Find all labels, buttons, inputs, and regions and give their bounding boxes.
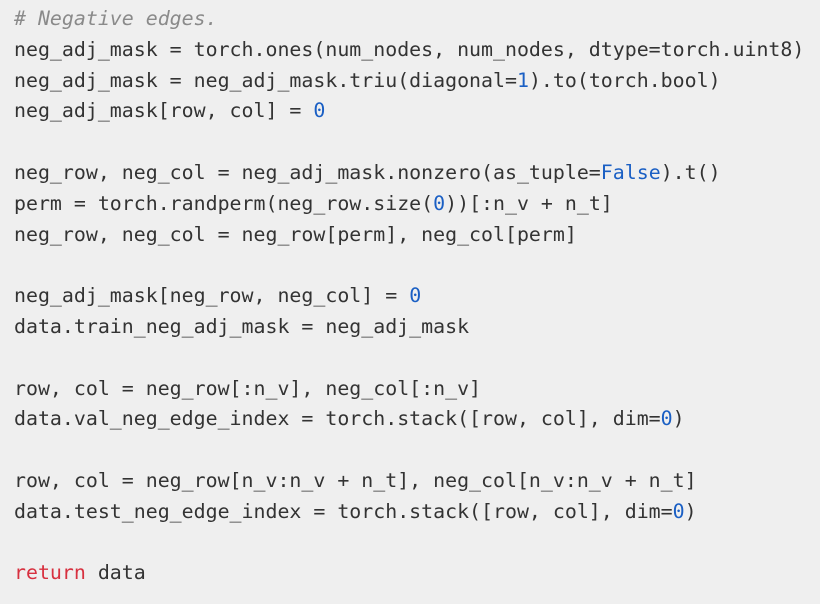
code-line: neg_row, neg_col = neg_row[perm], neg_co… xyxy=(14,220,804,251)
code-token-comment: # Negative edges. xyxy=(14,7,218,30)
code-token-number: 0 xyxy=(433,191,446,215)
code-token-text: data.train_neg_adj_mask = neg_adj_mask xyxy=(14,314,470,338)
blank-line xyxy=(14,127,804,158)
code-token-text: ) xyxy=(672,407,685,431)
code-token-number: 0 xyxy=(672,499,685,523)
blank-line xyxy=(14,250,804,281)
code-token-text: neg_adj_mask[row, col] = xyxy=(14,99,314,123)
code-token-text: neg_row, neg_col = neg_adj_mask.nonzero(… xyxy=(14,160,601,184)
code-line: row, col = neg_row[:n_v], neg_col[:n_v] xyxy=(14,374,804,405)
code-line: perm = torch.randperm(neg_row.size(0))[:… xyxy=(14,189,804,220)
code-line: row, col = neg_row[n_v:n_v + n_t], neg_c… xyxy=(14,466,804,497)
code-token-text: ))[:n_v + n_t] xyxy=(445,191,613,215)
code-token-text: ).to(torch.bool) xyxy=(528,68,721,92)
code-line: neg_adj_mask[neg_row, neg_col] = 0 xyxy=(14,281,804,312)
code-token-text: perm = torch.randperm(neg_row.size( xyxy=(14,191,434,215)
code-token-text: neg_adj_mask = neg_adj_mask.triu(diagona… xyxy=(14,68,517,92)
blank-line xyxy=(14,528,804,559)
code-token-number: 0 xyxy=(313,99,326,123)
code-block: # Negative edges. neg_adj_mask = torch.on… xyxy=(14,4,804,589)
code-token-number: 1 xyxy=(516,68,529,92)
code-token-number: 0 xyxy=(660,407,673,431)
code-token-keyword: return xyxy=(14,561,86,585)
code-token-text: ) xyxy=(684,499,697,523)
blank-line xyxy=(14,435,804,466)
code-line: return data xyxy=(14,558,804,589)
code-token-text: neg_adj_mask = torch.ones(num_nodes, num… xyxy=(14,37,805,61)
code-token-text: neg_adj_mask[neg_row, neg_col] = xyxy=(14,284,410,308)
code-token-text: data.val_neg_edge_index = torch.stack([r… xyxy=(14,407,661,431)
code-token-text: data.test_neg_edge_index = torch.stack([… xyxy=(14,499,673,523)
code-line: neg_adj_mask = torch.ones(num_nodes, num… xyxy=(14,35,804,66)
code-line: data.val_neg_edge_index = torch.stack([r… xyxy=(14,404,804,435)
code-token-number: 0 xyxy=(409,284,422,308)
code-line: data.train_neg_adj_mask = neg_adj_mask xyxy=(14,312,804,343)
code-token-text: data xyxy=(85,561,146,585)
code-line: neg_adj_mask[row, col] = 0 xyxy=(14,96,804,127)
code-token-text: row, col = neg_row[:n_v], neg_col[:n_v] xyxy=(14,376,482,400)
code-token-const: False xyxy=(600,160,661,184)
code-line: neg_row, neg_col = neg_adj_mask.nonzero(… xyxy=(14,158,804,189)
code-token-text: neg_row, neg_col = neg_row[perm], neg_co… xyxy=(14,222,577,246)
code-line: # Negative edges. xyxy=(14,4,804,35)
code-token-text: row, col = neg_row[n_v:n_v + n_t], neg_c… xyxy=(14,468,697,492)
code-token-text: ).t() xyxy=(660,160,721,184)
code-line: data.test_neg_edge_index = torch.stack([… xyxy=(14,497,804,528)
blank-line xyxy=(14,343,804,374)
code-line: neg_adj_mask = neg_adj_mask.triu(diagona… xyxy=(14,66,804,97)
